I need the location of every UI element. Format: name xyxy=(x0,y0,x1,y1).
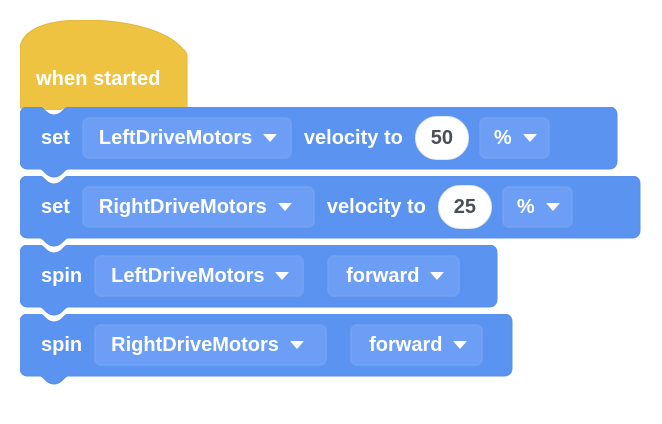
direction-dropdown-label: forward xyxy=(346,265,420,287)
block-content: set RightDriveMotors velocity to 25 % xyxy=(20,176,578,238)
block-content: set LeftDriveMotors velocity to 50 % xyxy=(20,107,555,169)
hat-block-label: when started xyxy=(36,68,161,90)
block-content: spin RightDriveMotors forward xyxy=(20,314,488,376)
unit-dropdown-percent[interactable]: % xyxy=(501,186,573,228)
motor-dropdown-label: LeftDriveMotors xyxy=(98,127,253,149)
motor-dropdown-label: RightDriveMotors xyxy=(98,196,267,218)
velocity-value-input[interactable]: 25 xyxy=(437,185,492,229)
direction-dropdown[interactable]: forward xyxy=(350,324,484,366)
chevron-down-icon xyxy=(453,341,468,349)
unit-dropdown-label: % xyxy=(493,127,512,149)
block-content: spin LeftDriveMotors forward xyxy=(20,245,465,307)
block-keyword-set: set xyxy=(41,196,70,218)
motor-dropdown-right[interactable]: RightDriveMotors xyxy=(94,324,328,366)
block-keyword-spin: spin xyxy=(41,265,83,287)
block-keyword-spin: spin xyxy=(41,334,83,356)
chevron-down-icon xyxy=(275,272,290,280)
block-keyword-set: set xyxy=(41,127,70,149)
motor-dropdown-right[interactable]: RightDriveMotors xyxy=(81,186,315,228)
chevron-down-icon xyxy=(430,272,445,280)
motor-dropdown-left[interactable]: LeftDriveMotors xyxy=(94,255,305,297)
block-set-velocity-left[interactable]: set LeftDriveMotors velocity to 50 % xyxy=(20,107,620,178)
chevron-down-icon xyxy=(522,134,537,142)
hat-block-when-started[interactable]: when started xyxy=(20,20,188,110)
motor-dropdown-label: RightDriveMotors xyxy=(111,334,279,356)
chevron-down-icon xyxy=(263,134,278,142)
chevron-down-icon xyxy=(289,341,304,349)
motor-dropdown-left[interactable]: LeftDriveMotors xyxy=(81,117,292,159)
chevron-down-icon xyxy=(277,203,292,211)
hat-block-shape xyxy=(20,20,188,110)
block-set-velocity-right[interactable]: set RightDriveMotors velocity to 25 % xyxy=(20,176,643,247)
direction-dropdown-label: forward xyxy=(369,334,443,356)
velocity-to-label: velocity to xyxy=(326,196,426,218)
block-spin-right[interactable]: spin RightDriveMotors forward xyxy=(20,314,515,385)
unit-dropdown-percent[interactable]: % xyxy=(478,117,550,159)
block-spin-left[interactable]: spin LeftDriveMotors forward xyxy=(20,245,500,316)
script-stack[interactable]: when started set LeftDriveMotors velocit… xyxy=(20,20,643,385)
motor-dropdown-label: LeftDriveMotors xyxy=(111,265,265,287)
velocity-to-label: velocity to xyxy=(303,127,403,149)
velocity-value-input[interactable]: 50 xyxy=(414,116,469,160)
unit-dropdown-label: % xyxy=(516,196,535,218)
chevron-down-icon xyxy=(545,203,560,211)
direction-dropdown[interactable]: forward xyxy=(327,255,461,297)
